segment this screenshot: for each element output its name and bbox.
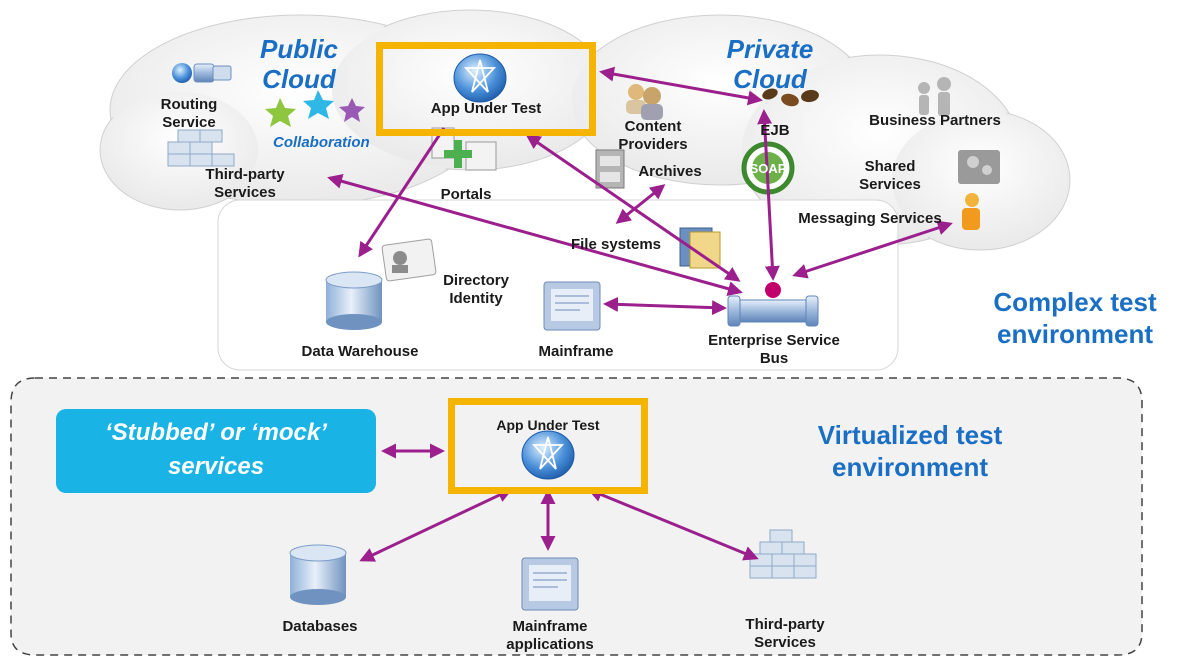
mainframe-applications-icon <box>521 557 579 611</box>
shared-services-icon <box>958 150 1000 184</box>
archives-icon <box>595 149 625 189</box>
portals-label: Portals <box>440 186 492 203</box>
public-cloud-title: Public Cloud <box>259 34 338 94</box>
data-warehouse-label: Data Warehouse <box>301 343 419 360</box>
arrow-ejb-esb <box>757 109 780 281</box>
third-party-services-icon <box>167 129 235 167</box>
arrow-messaging-esb <box>792 220 953 279</box>
collaboration-icon <box>265 90 365 127</box>
ejb-icon <box>762 88 819 107</box>
app-under-test-top-icon <box>453 53 507 103</box>
soap-badge-text: SOAP <box>750 161 787 176</box>
third-party-services-label: Third-party Services <box>205 166 285 201</box>
arrow-app-ejb <box>599 66 763 106</box>
directory-identity-icon <box>381 238 437 282</box>
databases-label: Databases <box>282 618 358 635</box>
directory-identity-label: Directory Identity <box>443 272 509 307</box>
app-under-test-top-label: App Under Test <box>430 100 542 117</box>
app-under-test-bottom-label: App Under Test <box>496 417 600 433</box>
mainframe-icon <box>543 281 601 331</box>
third-party-services-bottom-label: Third-party Services <box>745 616 825 651</box>
databases-icon <box>289 544 347 605</box>
archives-label: Archives <box>638 163 702 180</box>
virtual-env-title: Virtualized test environment <box>817 420 1003 482</box>
messaging-services-icon <box>962 193 980 230</box>
arrow-thirdparty-esb <box>327 173 743 297</box>
data-warehouse-icon <box>325 271 383 330</box>
esb-label: Enterprise Service Bus <box>708 332 840 367</box>
shared-services-label: Shared Services <box>859 158 921 193</box>
collaboration-label: Collaboration <box>273 134 370 151</box>
arrow-app-thirdparty <box>587 487 759 561</box>
messaging-services-label: Messaging Services <box>798 210 942 227</box>
app-under-test-bottom-frame[interactable] <box>448 398 648 494</box>
app-under-test-bottom-icon <box>521 430 575 480</box>
ejb-label: EJB <box>760 122 790 139</box>
arrow-mainframe-esb <box>603 296 727 316</box>
arrow-archives-filesystems <box>615 184 666 224</box>
private-cloud-title: Private Cloud <box>726 34 814 94</box>
esb-icon <box>727 282 819 327</box>
routing-service-label: Routing Service <box>160 96 218 131</box>
mainframe-label: Mainframe <box>538 343 614 360</box>
stub-services-box[interactable] <box>56 409 376 493</box>
business-partners-label: Business Partners <box>869 112 1001 129</box>
routing-service-icon <box>172 63 232 83</box>
third-party-services-bottom-icon <box>749 529 817 579</box>
complex-env-title: Complex test environment <box>993 287 1157 349</box>
content-providers-label: Content Providers <box>618 118 688 153</box>
connection-arrows <box>327 66 953 562</box>
stub-services-label: ‘Stubbed’ or ‘mock’ services <box>105 419 327 480</box>
app-under-test-top-frame[interactable] <box>376 42 596 136</box>
mainframe-applications-label: Mainframe applications <box>506 618 594 653</box>
business-partners-icon <box>918 77 951 116</box>
arrow-app-databases <box>359 488 513 562</box>
file-systems-label: File systems <box>570 236 662 253</box>
